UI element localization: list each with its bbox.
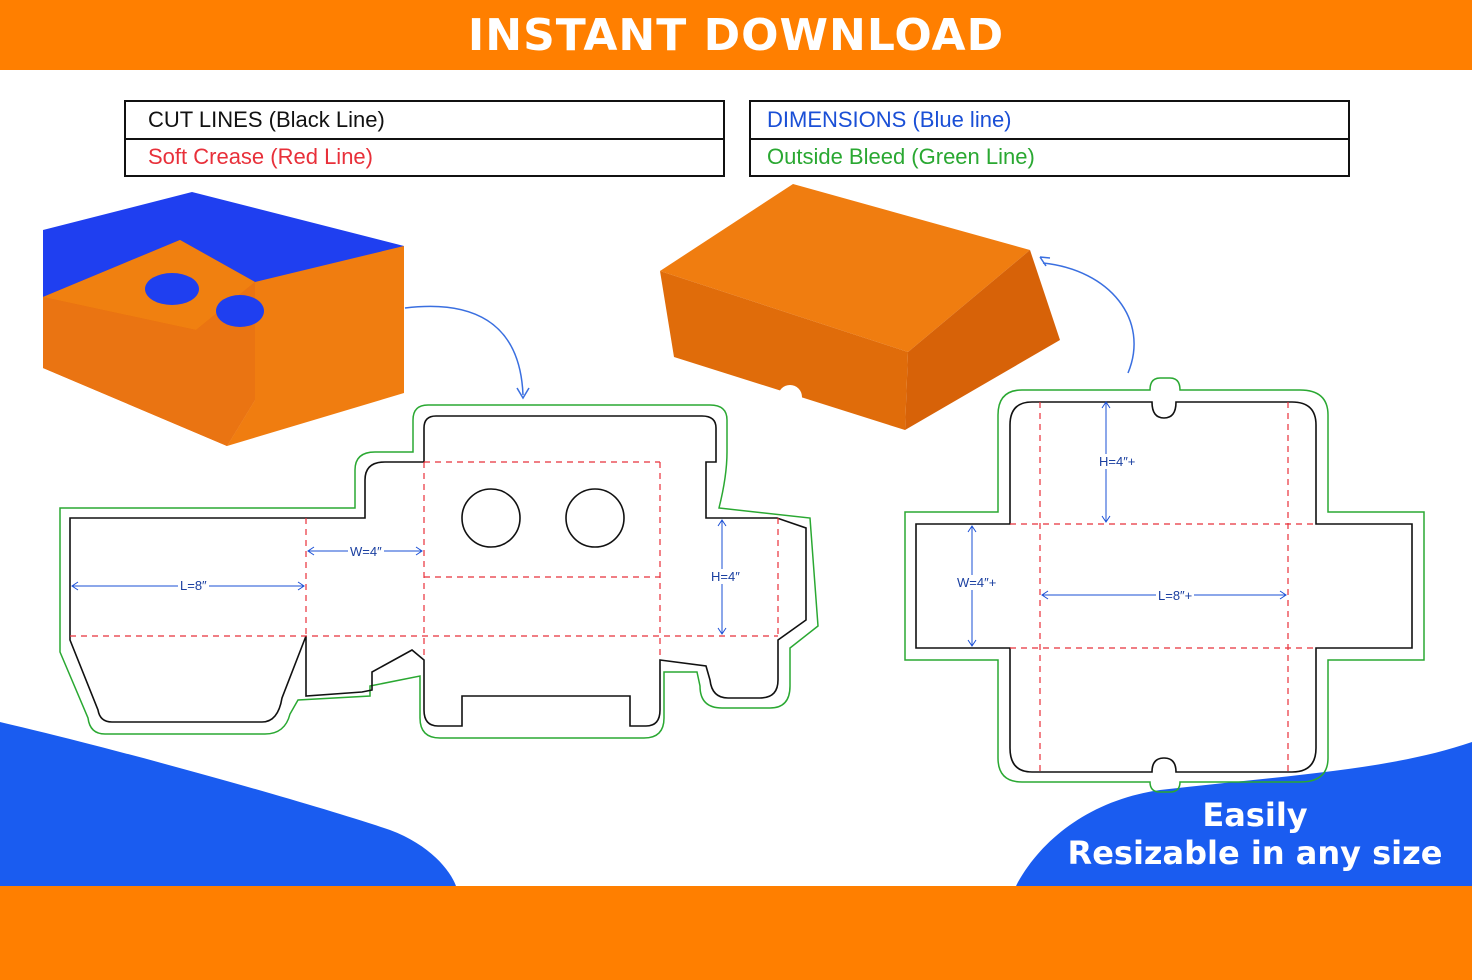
left-height-label: H=4″ [709, 569, 742, 584]
legend-row-crease: Soft Crease (Red Line) [126, 139, 723, 175]
left-width-label: W=4″ [348, 544, 384, 559]
hole-2 [565, 488, 625, 548]
cut-outline-right [915, 401, 1413, 773]
right-length-label: L=8″+ [1156, 588, 1195, 603]
footer-banner [0, 886, 1472, 980]
legend-bleed-label: Outside Bleed (Green Line) [767, 144, 1035, 169]
blue-wave-left [0, 722, 456, 886]
crease-lines-left [70, 461, 779, 660]
dieline-right [904, 377, 1425, 793]
hole-1 [461, 488, 521, 548]
blue-wave-right [1016, 742, 1472, 886]
promo-text: Easily Resizable in any size [1040, 796, 1470, 872]
cut-outline-left [69, 415, 807, 727]
header-title: INSTANT DOWNLOAD [467, 9, 1005, 61]
box-3d-left [43, 192, 404, 446]
legend-row-dimensions: DIMENSIONS (Blue line) [751, 102, 1348, 140]
legend-crease-label: Soft Crease (Red Line) [148, 144, 373, 169]
promo-line-2: Resizable in any size [1067, 834, 1443, 872]
legend-box-right: DIMENSIONS (Blue line) Outside Bleed (Gr… [749, 100, 1350, 177]
right-height-label: H=4″+ [1097, 454, 1138, 469]
connector-arrows [404, 256, 1135, 400]
left-length-label: L=8″ [178, 578, 209, 593]
header-banner: INSTANT DOWNLOAD [0, 0, 1472, 70]
legend-row-cut: CUT LINES (Black Line) [126, 102, 723, 140]
promo-line-1: Easily [1202, 796, 1308, 834]
legend-cut-label: CUT LINES (Black Line) [148, 107, 385, 132]
legend-dimensions-label: DIMENSIONS (Blue line) [767, 107, 1012, 132]
box-3d-right [660, 184, 1060, 430]
bleed-outline-left [59, 404, 819, 739]
dimension-arrows [71, 401, 1287, 647]
bleed-outline-right [904, 377, 1425, 793]
legend-row-bleed: Outside Bleed (Green Line) [751, 139, 1348, 175]
right-width-label: W=4″+ [955, 575, 999, 590]
crease-lines-right [1010, 402, 1316, 772]
dieline-left [59, 404, 819, 739]
legend-box-left: CUT LINES (Black Line) Soft Crease (Red … [124, 100, 725, 177]
